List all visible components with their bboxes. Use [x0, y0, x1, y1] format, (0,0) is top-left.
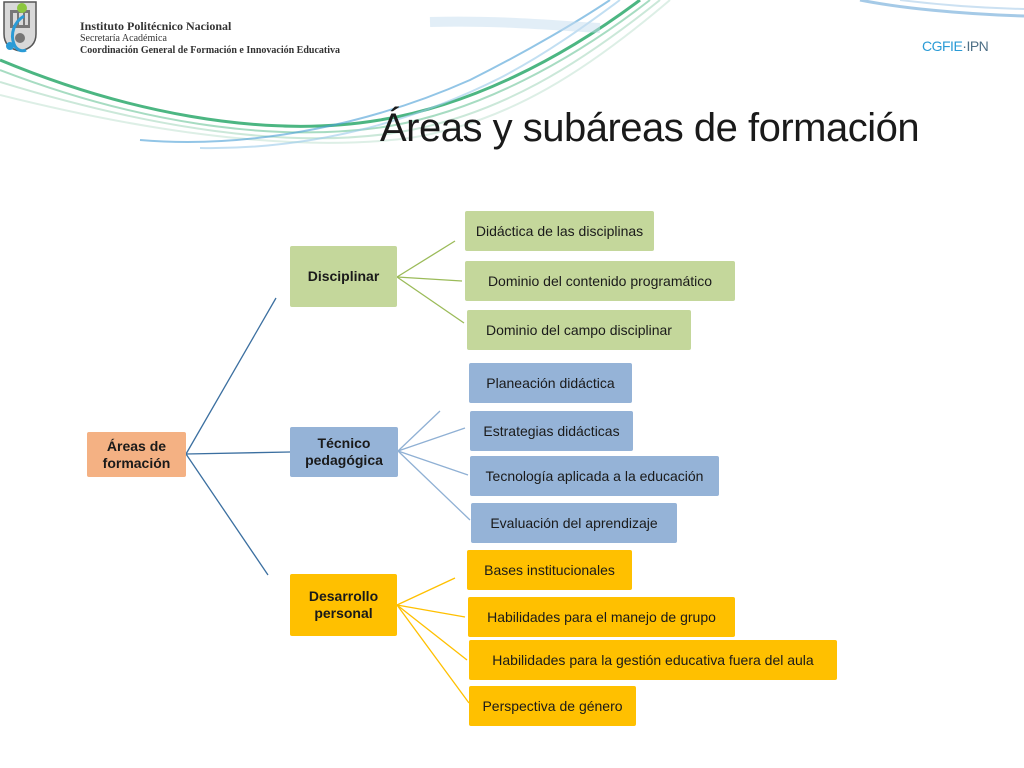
subarea-dominio-campo: Dominio del campo disciplinar [467, 310, 691, 350]
institution-secretaria: Secretaría Académica [80, 33, 167, 44]
cgfie-logo-icon [6, 3, 27, 53]
area-tecnico-pedagogica: Técnico pedagógica [290, 427, 398, 477]
subarea-perspectiva-genero: Perspectiva de género [469, 686, 636, 726]
root-area-box: Áreas de formación [87, 432, 186, 477]
area-disciplinar: Disciplinar [290, 246, 397, 307]
slide-header: Instituto Politécnico Nacional Secretarí… [0, 0, 1024, 160]
subarea-bases-institucionales: Bases institucionales [467, 550, 632, 590]
subarea-didactica-disciplinas: Didáctica de las disciplinas [465, 211, 654, 251]
decorative-waves [0, 0, 1024, 150]
cgfie-logo-text: CGFIE·IPN [922, 38, 989, 54]
cgfie-ipn-suffix: ·IPN [962, 38, 989, 54]
subarea-dominio-contenido: Dominio del contenido programático [465, 261, 735, 301]
subarea-evaluacion-aprendizaje: Evaluación del aprendizaje [471, 503, 677, 543]
subarea-manejo-grupo: Habilidades para el manejo de grupo [468, 597, 735, 637]
institution-name: Instituto Politécnico Nacional [80, 19, 232, 33]
institution-coordinacion: Coordinación General de Formación e Inno… [80, 45, 340, 56]
subarea-tecnologia-educacion: Tecnología aplicada a la educación [470, 456, 719, 496]
subarea-gestion-educativa: Habilidades para la gestión educativa fu… [469, 640, 837, 680]
subarea-estrategias-didacticas: Estrategias didácticas [470, 411, 633, 451]
page-title: Áreas y subáreas de formación [380, 106, 920, 150]
cgfie-brand: CGFIE [922, 38, 963, 54]
area-desarrollo-personal: Desarrollo personal [290, 574, 397, 636]
subarea-planeacion-didactica: Planeación didáctica [469, 363, 632, 403]
